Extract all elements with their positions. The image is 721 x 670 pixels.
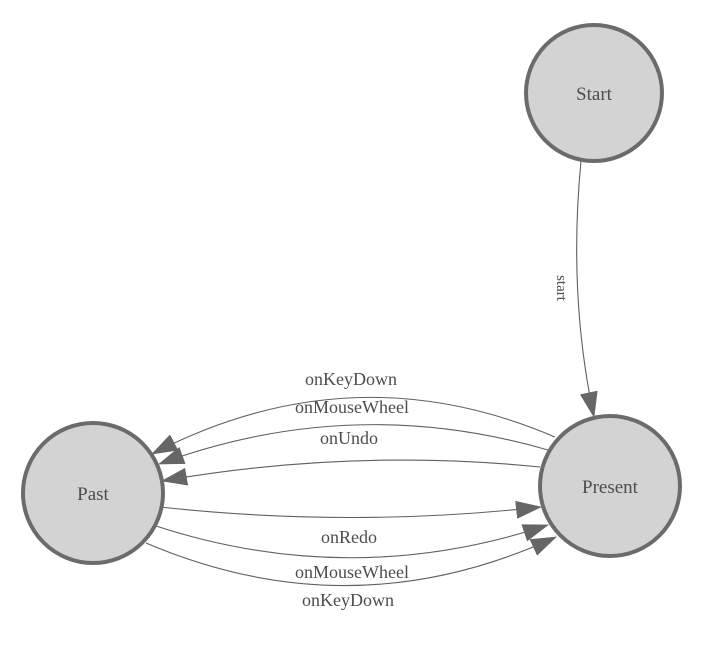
node-present: Present: [538, 414, 682, 558]
edge-start-to-present: [576, 160, 598, 418]
node-start-label: Start: [576, 84, 613, 105]
edge-past-to-present-onkeydown: [145, 536, 557, 587]
node-start: Start: [524, 23, 664, 163]
edge-label-onkeydown-top: onKeyDown: [305, 369, 397, 389]
node-present-circle: [538, 414, 682, 558]
edge-label-onkeydown-bottom: onKeyDown: [302, 590, 394, 610]
node-present-label: Present: [582, 477, 639, 498]
edge-past-to-present-onmousewheel: [155, 524, 549, 559]
edge-present-to-past-onundo: [161, 459, 541, 486]
edge-past-to-present-onredo: [159, 500, 542, 519]
edge-present-to-past-onkeydown: [151, 396, 556, 455]
edge-label-onmousewheel-top: onMouseWheel: [295, 397, 409, 417]
node-past-label: Past: [77, 484, 109, 505]
node-start-circle: [524, 23, 664, 163]
edge-label-onredo: onRedo: [321, 527, 377, 547]
edge-present-to-past-onmousewheel: [158, 424, 549, 465]
edge-label-onmousewheel-bottom: onMouseWheel: [295, 562, 409, 582]
edge-label-start: start: [553, 275, 569, 302]
node-past: Past: [21, 421, 165, 565]
edge-label-onundo: onUndo: [320, 428, 378, 448]
node-past-circle: [21, 421, 165, 565]
